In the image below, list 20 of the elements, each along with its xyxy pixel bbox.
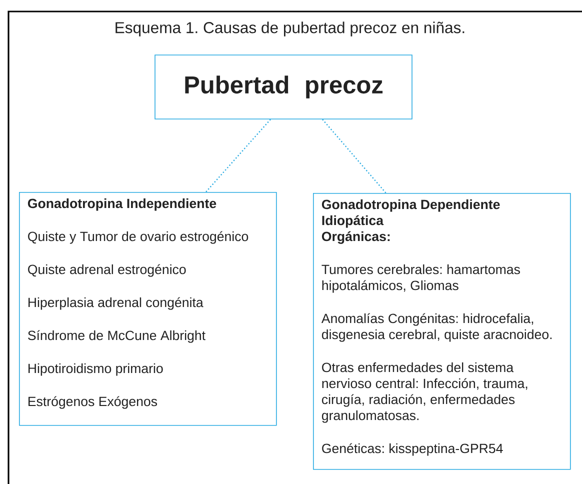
cause-text: Quiste adrenal estrogénico	[28, 264, 186, 277]
cause-box	[313, 192, 571, 470]
heading: Orgánicas:	[322, 231, 390, 244]
cause-text: Síndrome de McCune Albright	[28, 330, 206, 343]
heading: Gonadotropina Dependiente	[322, 199, 500, 212]
cause-text: Tumores cerebrales: hamartomas hipotalámicos, Gliomas	[322, 264, 520, 293]
cause-box	[19, 192, 277, 426]
cause-text: Anomalías Congénitas: hidrocefalia, disgenesia cerebral, quiste aracnoideo.	[321, 313, 552, 342]
cause-text: Estrógenos Exógenos	[28, 396, 158, 409]
cause-text: Hipotiroidismo primario	[28, 363, 163, 376]
cause-text: Genéticas: kisspeptina-GPR54	[322, 443, 503, 456]
heading: Gonadotropina Independiente	[28, 198, 216, 211]
heading: Idiopática	[322, 215, 384, 228]
title: Esquema 1. Causas de pubertad precoz en niñas.	[116, 22, 464, 36]
connector-line	[205, 119, 271, 192]
cause-box: Pubertad precoz	[154, 54, 412, 120]
cause-text: Otras enfermedades del sistema nervioso central: Infección, trauma, cirugía, radiación, enfermedades granulomatosas.	[322, 362, 528, 423]
connector-line	[322, 119, 386, 194]
cause-text: Hiperplasia adrenal congénita	[28, 297, 204, 310]
cause-text: Quiste y Tumor de ovario estrogénico	[28, 231, 248, 244]
